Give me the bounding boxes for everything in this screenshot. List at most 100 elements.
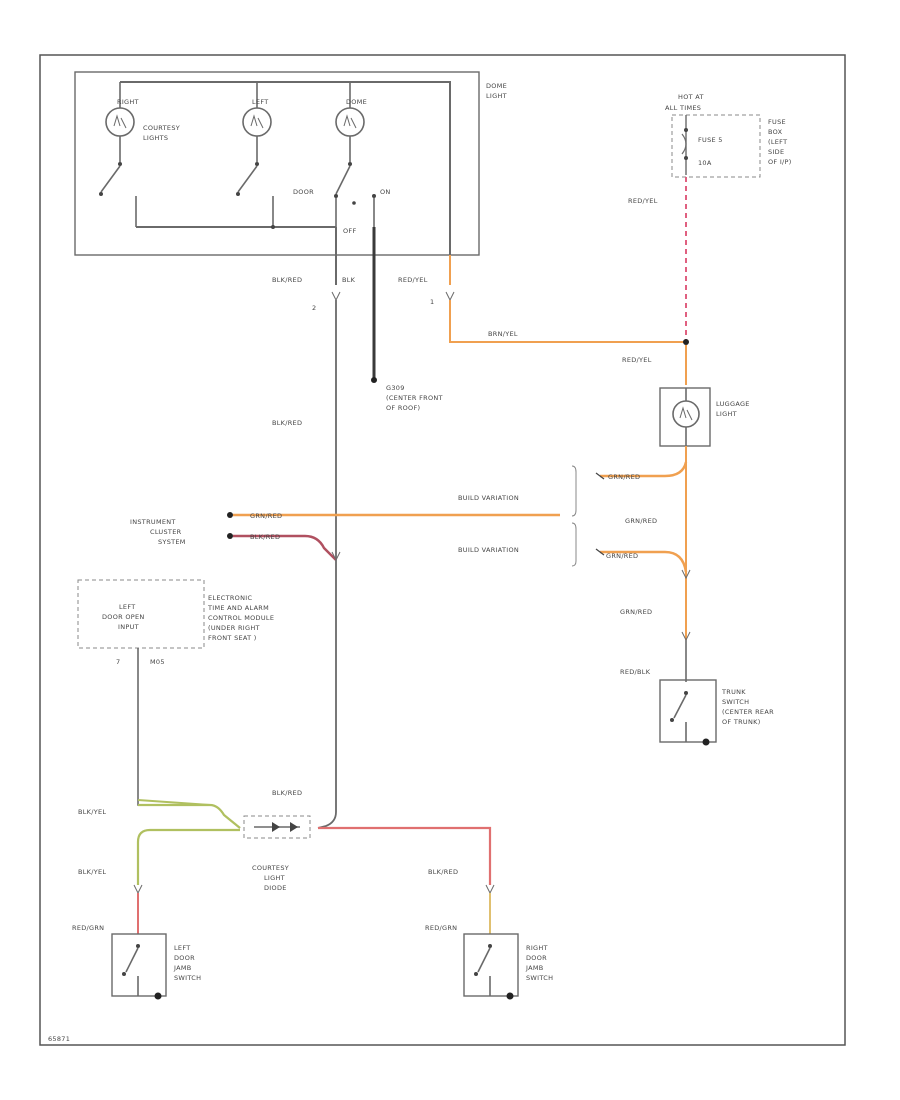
red-blk-label: RED/BLK bbox=[620, 668, 651, 676]
left-door-jamb-switch bbox=[111, 933, 167, 1000]
etacm-module bbox=[77, 579, 205, 649]
lamp-dome-label: DOME bbox=[346, 98, 367, 106]
build-variation-1-label: BUILD VARIATION bbox=[458, 494, 519, 502]
dome-light-assembly: DOME LIGHT RIGHT LEFT bbox=[74, 71, 507, 256]
left-jamb-wire bbox=[136, 828, 240, 885]
hot-at-label: HOT AT bbox=[678, 93, 704, 101]
dome-blk-red-label: BLK/RED bbox=[272, 276, 302, 284]
splice-point bbox=[683, 339, 689, 345]
blk-red-mid-label: BLK/RED bbox=[272, 419, 302, 427]
dome-light-label-2: LIGHT bbox=[486, 92, 507, 100]
etacm-input-label-2: DOOR OPEN bbox=[102, 613, 145, 621]
grn-red-branch-top bbox=[600, 461, 688, 478]
ground-label-2: (CENTER FRONT bbox=[386, 394, 443, 402]
right-jamb-label-3: JAMB bbox=[525, 964, 544, 972]
luggage-light-label-1: LUGGAGE bbox=[716, 400, 750, 408]
fuse-box-label-1: FUSE bbox=[768, 118, 786, 126]
footer-code: 65871 bbox=[48, 1035, 70, 1043]
fuse-box-label-4: SIDE bbox=[768, 148, 784, 156]
all-times-label: ALL TIMES bbox=[665, 104, 701, 112]
etacm-input-label-3: INPUT bbox=[118, 623, 139, 631]
pin-2-label: 2 bbox=[312, 304, 316, 312]
fuse-feed-wire-label: RED/YEL bbox=[628, 197, 658, 205]
ground-label-3: OF ROOF) bbox=[386, 404, 420, 412]
trunk-switch bbox=[659, 679, 717, 746]
pin-m05-label: M05 bbox=[150, 658, 165, 666]
ic-blk-red-wire bbox=[233, 534, 337, 561]
lamp-dome bbox=[334, 82, 376, 227]
dome-internal-bus bbox=[120, 81, 451, 255]
diode-icon-1 bbox=[272, 822, 280, 832]
build-variation-2-label: BUILD VARIATION bbox=[458, 546, 519, 554]
right-jamb-label-4: SWITCH bbox=[526, 974, 553, 982]
fuse-box-label-3: (LEFT bbox=[768, 138, 787, 146]
ic-blk-red-label: BLK/RED bbox=[250, 533, 280, 541]
courtesy-lights-label-2: LIGHTS bbox=[143, 134, 168, 142]
etacm-label-3: CONTROL MODULE bbox=[208, 614, 274, 622]
left-jamb-ground-icon bbox=[154, 992, 162, 1000]
lamp-right bbox=[99, 82, 137, 227]
brn-yel-wire bbox=[449, 300, 686, 343]
etacm-input-label-1: LEFT bbox=[119, 603, 136, 611]
instrument-cluster-label-1: INSTRUMENT bbox=[130, 518, 176, 526]
left-jamb-label-4: SWITCH bbox=[174, 974, 201, 982]
grn-red-top-label: GRN/RED bbox=[608, 473, 640, 481]
dome-light-label-1: DOME bbox=[486, 82, 507, 90]
trunk-ground-icon bbox=[702, 738, 710, 746]
fuse-box-label-5: OF I/P) bbox=[768, 158, 792, 166]
fuse-box-label-2: BOX bbox=[768, 128, 783, 136]
fuse-amp-label: 10A bbox=[698, 159, 712, 167]
blk-yel-1-label: BLK/YEL bbox=[78, 808, 106, 816]
luggage-feed-label: RED/YEL bbox=[622, 356, 652, 364]
diode-icon-2 bbox=[290, 822, 298, 832]
luggage-light bbox=[659, 387, 711, 447]
grn-red-bottom-label: GRN/RED bbox=[606, 552, 638, 560]
diode-label-1: COURTESY bbox=[252, 864, 289, 872]
left-jamb-label-2: DOOR bbox=[174, 954, 195, 962]
left-jamb-label-1: LEFT bbox=[174, 944, 191, 952]
red-grn-right-label: RED/GRN bbox=[425, 924, 457, 932]
ground-point bbox=[371, 377, 377, 383]
right-jamb-wire bbox=[318, 826, 492, 885]
right-jamb-ground-icon bbox=[506, 992, 514, 1000]
on-position-label: ON bbox=[380, 188, 391, 196]
outer-frame bbox=[39, 54, 846, 1046]
instrument-cluster-label-2: CLUSTER bbox=[150, 528, 182, 536]
right-jamb-label-1: RIGHT bbox=[526, 944, 548, 952]
fuse-number-label: FUSE 5 bbox=[698, 136, 723, 144]
courtesy-light-diode bbox=[243, 815, 311, 839]
lamp-left-label: LEFT bbox=[252, 98, 269, 106]
trunk-switch-label-2: SWITCH bbox=[722, 698, 749, 706]
etacm-label-5: FRONT SEAT ) bbox=[208, 634, 257, 642]
right-door-jamb-switch bbox=[463, 933, 519, 1000]
trunk-switch-label-1: TRUNK bbox=[721, 688, 746, 696]
ground-label-1: G309 bbox=[386, 384, 405, 392]
trunk-switch-label-4: OF TRUNK) bbox=[722, 718, 761, 726]
dome-red-yel-label: RED/YEL bbox=[398, 276, 428, 284]
fuse-box: HOT AT ALL TIMES FUSE 5 10A FUSE BOX (LE… bbox=[665, 93, 792, 178]
lamp-right-label: RIGHT bbox=[117, 98, 139, 106]
diode-label-2: LIGHT bbox=[264, 874, 285, 882]
etacm-label-1: ELECTRONIC bbox=[208, 594, 252, 602]
dome-light-box bbox=[74, 71, 480, 256]
diode-label-3: DIODE bbox=[264, 884, 287, 892]
off-position-label: OFF bbox=[343, 227, 357, 235]
variation-bracket-2 bbox=[571, 522, 577, 567]
pin-7-label: 7 bbox=[116, 658, 120, 666]
variation-bracket-1 bbox=[571, 465, 577, 517]
etacm-label-4: (UNDER RIGHT bbox=[208, 624, 260, 632]
instrument-cluster bbox=[227, 512, 560, 562]
diode-blk-red-label: BLK/RED bbox=[272, 789, 302, 797]
right-blk-red-label: BLK/RED bbox=[428, 868, 458, 876]
trunk-switch-label-3: (CENTER REAR bbox=[722, 708, 774, 716]
brn-yel-label: BRN/YEL bbox=[488, 330, 518, 338]
blk-yel-2-label: BLK/YEL bbox=[78, 868, 106, 876]
blk-red-to-diode bbox=[317, 560, 337, 829]
instrument-cluster-label-3: SYSTEM bbox=[158, 538, 186, 546]
grn-red-branch-bottom bbox=[600, 550, 688, 573]
etacm-label-2: TIME AND ALARM bbox=[207, 604, 269, 612]
lamp-left bbox=[236, 82, 274, 227]
grn-red-right-label: GRN/RED bbox=[625, 517, 657, 525]
door-position-label: DOOR bbox=[293, 188, 314, 196]
